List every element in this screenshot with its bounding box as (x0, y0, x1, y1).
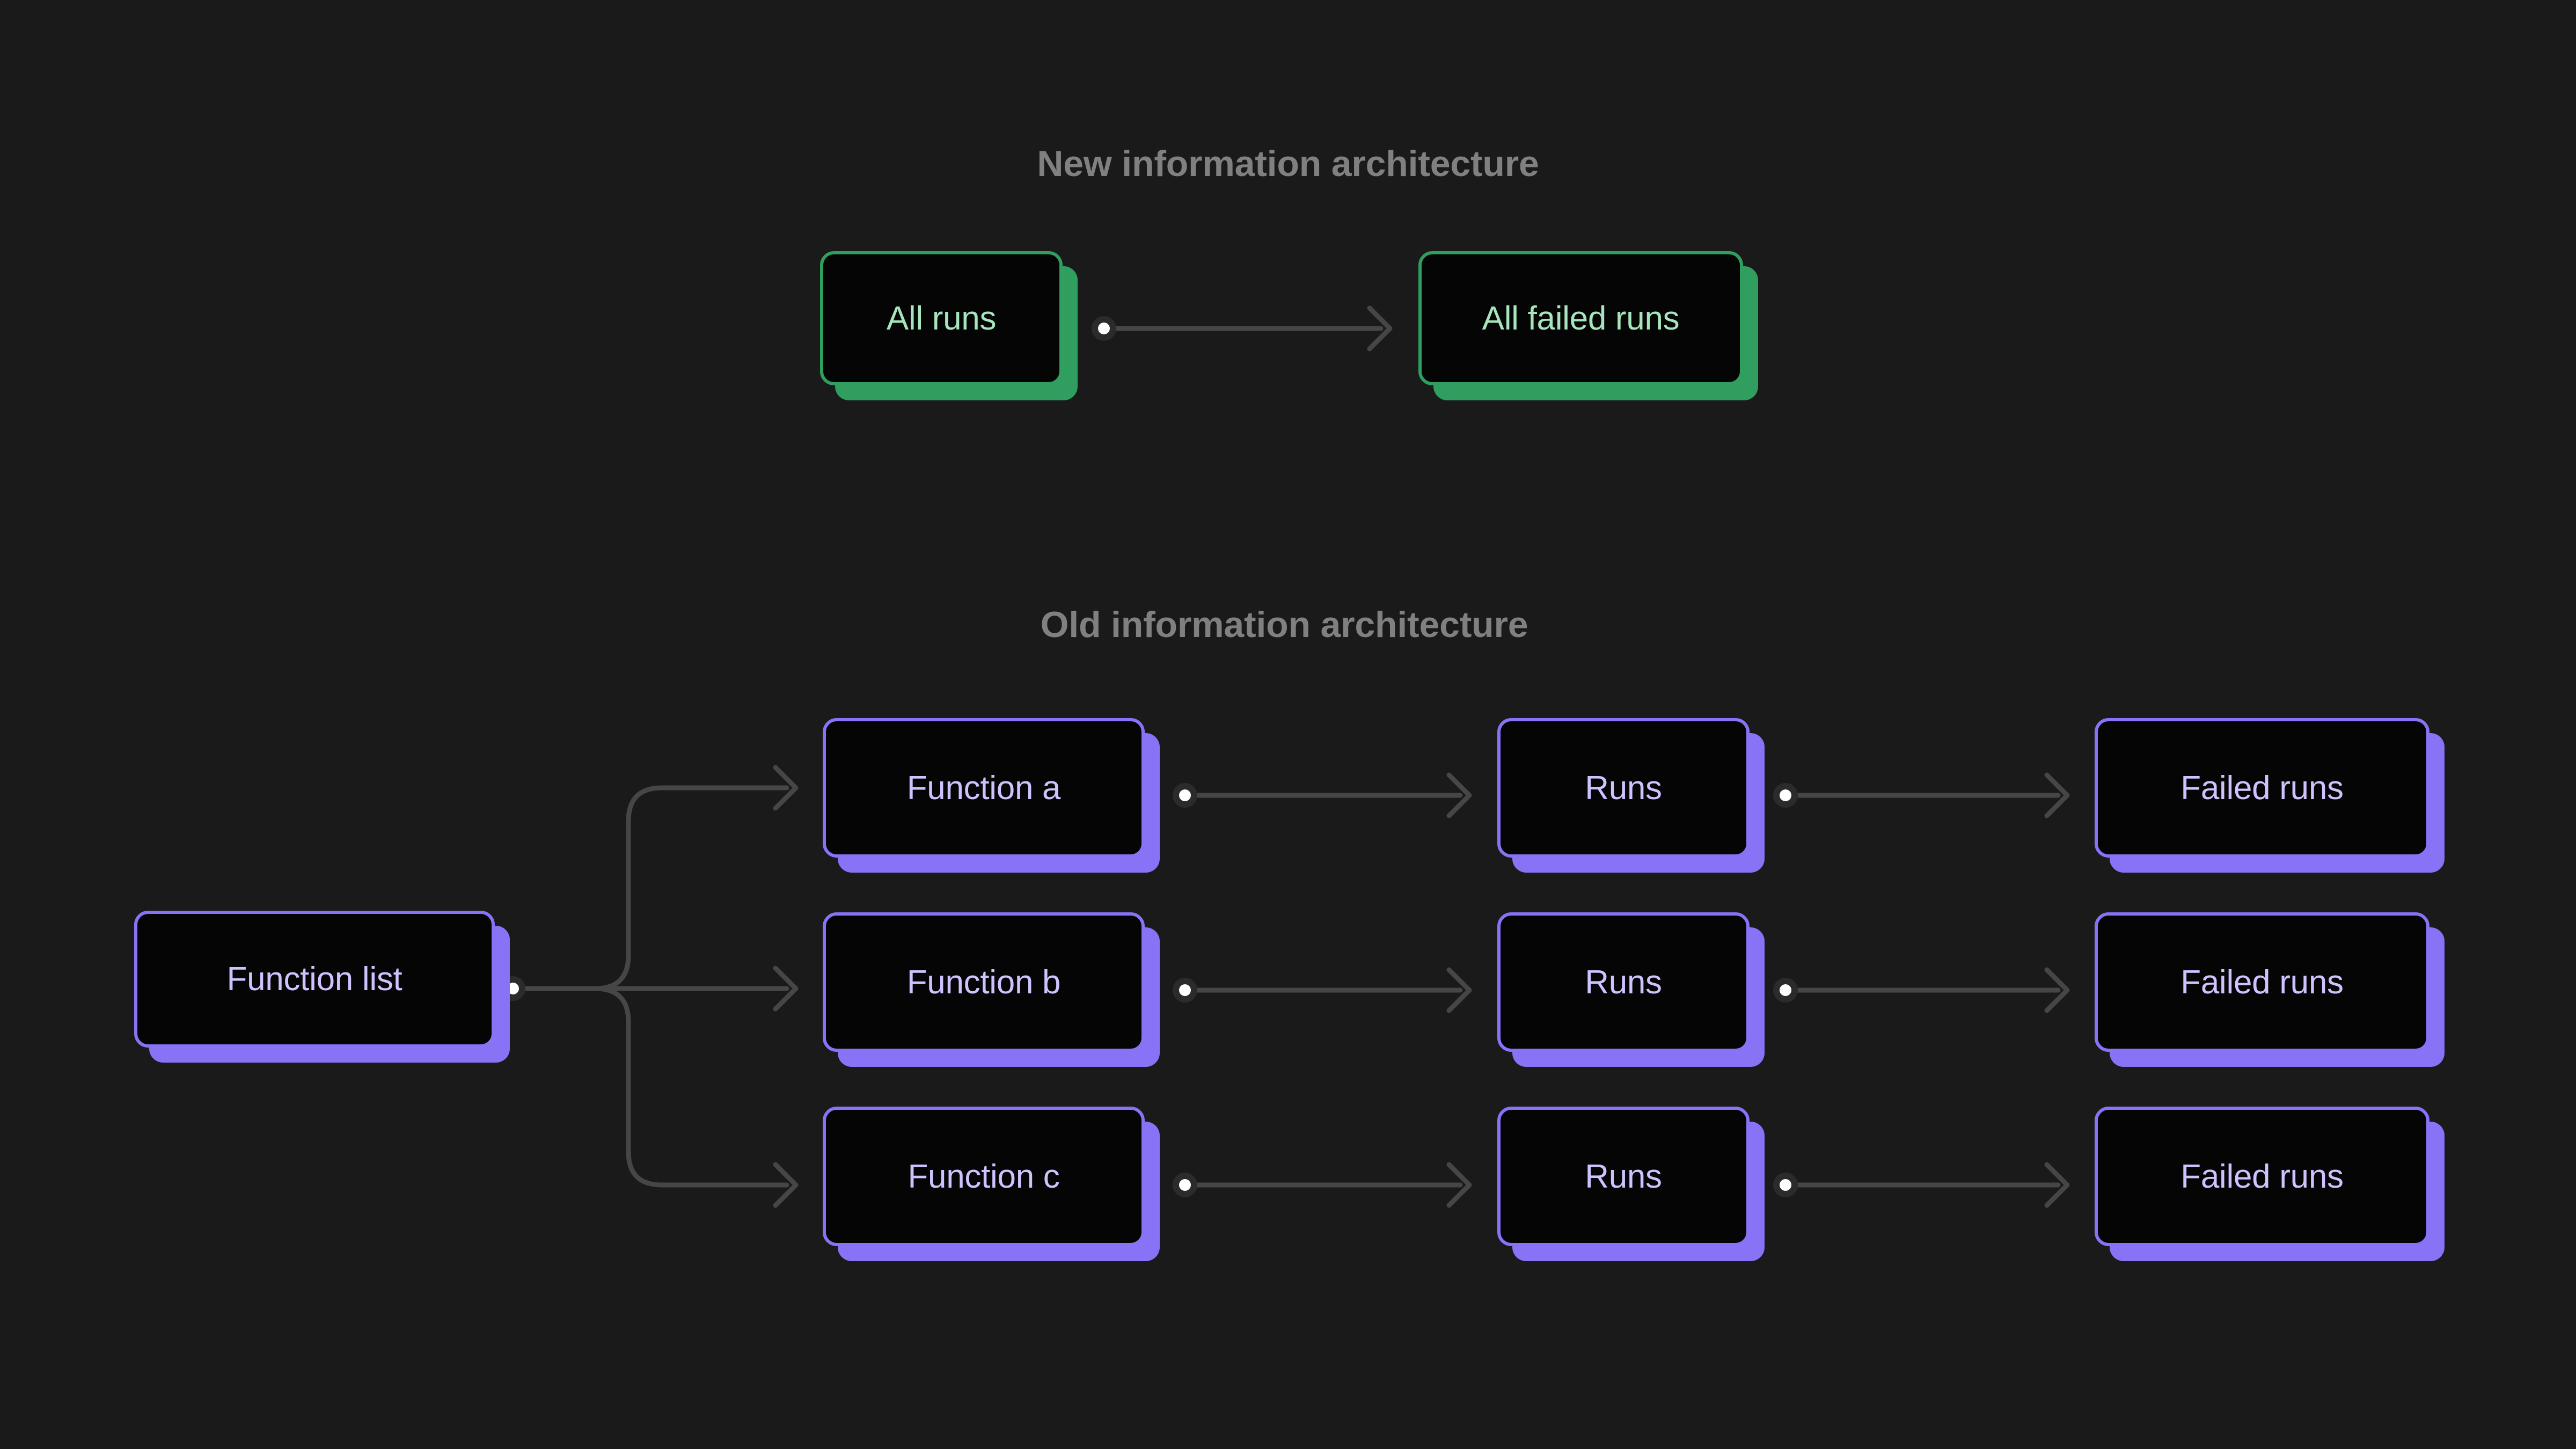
node-label: Function a (906, 769, 1061, 807)
node-face (823, 718, 1145, 858)
arrowhead-icon (773, 765, 799, 811)
node-all-failed-runs[interactable]: All failed runs (1418, 251, 1758, 400)
node-face (823, 1107, 1145, 1246)
connector-function-list-to-function-c (501, 976, 799, 1208)
node-face (1497, 718, 1750, 858)
arrowhead-icon (1446, 1162, 1472, 1208)
connector-dot (1098, 323, 1110, 334)
node-runs-c[interactable]: Runs (1497, 1107, 1765, 1261)
node-label: Failed runs (2180, 1158, 2344, 1195)
node-face (2095, 718, 2429, 858)
arrowhead-icon (773, 965, 799, 1012)
node-function-list[interactable]: Function list (134, 911, 510, 1063)
connector-runs-a-to-failed-runs-a (1773, 772, 2070, 818)
connector-dot (507, 983, 519, 994)
node-runs-a[interactable]: Runs (1497, 718, 1765, 873)
node-runs-b[interactable]: Runs (1497, 912, 1765, 1067)
arrowhead-icon (2044, 1162, 2070, 1208)
connector-runs-c-to-failed-runs-c (1773, 1162, 2070, 1208)
connector-dot (1179, 984, 1191, 996)
node-failed-runs-a[interactable]: Failed runs (2095, 718, 2445, 873)
connector-function-list-to-function-a (501, 765, 799, 1001)
connector-dot (1780, 1179, 1791, 1191)
connector-function-a-to-runs-a (1173, 772, 1472, 818)
node-function-b[interactable]: Function b (823, 912, 1160, 1067)
node-face (823, 912, 1145, 1052)
connector-dot (1780, 984, 1791, 996)
node-label: Function list (226, 961, 402, 998)
node-face (2095, 1107, 2429, 1246)
node-face (2095, 912, 2429, 1052)
node-label: Function c (908, 1158, 1060, 1195)
node-function-a[interactable]: Function a (823, 718, 1160, 873)
connector-all-runs-to-all-failed-runs (1092, 305, 1393, 352)
node-face (1497, 912, 1750, 1052)
node-label: All runs (886, 299, 997, 337)
arrowhead-icon (1367, 305, 1393, 352)
connector-line (510, 986, 789, 1188)
node-all-runs[interactable]: All runs (820, 251, 1078, 400)
section-title-old-architecture: Old information architecture (1040, 604, 1528, 645)
node-label: Failed runs (2180, 963, 2344, 1001)
node-label: Runs (1585, 963, 1662, 1001)
node-face (820, 251, 1063, 385)
connector-function-b-to-runs-b (1173, 967, 1472, 1013)
node-failed-runs-c[interactable]: Failed runs (2095, 1107, 2445, 1261)
arrowhead-icon (1446, 772, 1472, 818)
node-function-c[interactable]: Function c (823, 1107, 1160, 1261)
node-label: Runs (1585, 1158, 1662, 1195)
connector-function-c-to-runs-c (1173, 1162, 1472, 1208)
node-face (1418, 251, 1743, 385)
arrowhead-icon (1446, 967, 1472, 1013)
node-label: All failed runs (1482, 299, 1680, 337)
node-failed-runs-b[interactable]: Failed runs (2095, 912, 2445, 1067)
arrowhead-icon (2044, 772, 2070, 818)
section-title-new-architecture: New information architecture (1037, 143, 1539, 184)
connector-line (510, 785, 789, 991)
connector-dot (1179, 1179, 1191, 1191)
connector-dot (1780, 789, 1791, 801)
node-label: Runs (1585, 769, 1662, 807)
node-label: Function b (906, 963, 1061, 1001)
arrowhead-icon (2044, 967, 2070, 1013)
node-label: Failed runs (2180, 769, 2344, 807)
arrowhead-icon (773, 1162, 799, 1208)
connector-runs-b-to-failed-runs-b (1773, 967, 2070, 1013)
node-face (134, 911, 495, 1048)
node-face (1497, 1107, 1750, 1246)
connector-dot (1179, 789, 1191, 801)
